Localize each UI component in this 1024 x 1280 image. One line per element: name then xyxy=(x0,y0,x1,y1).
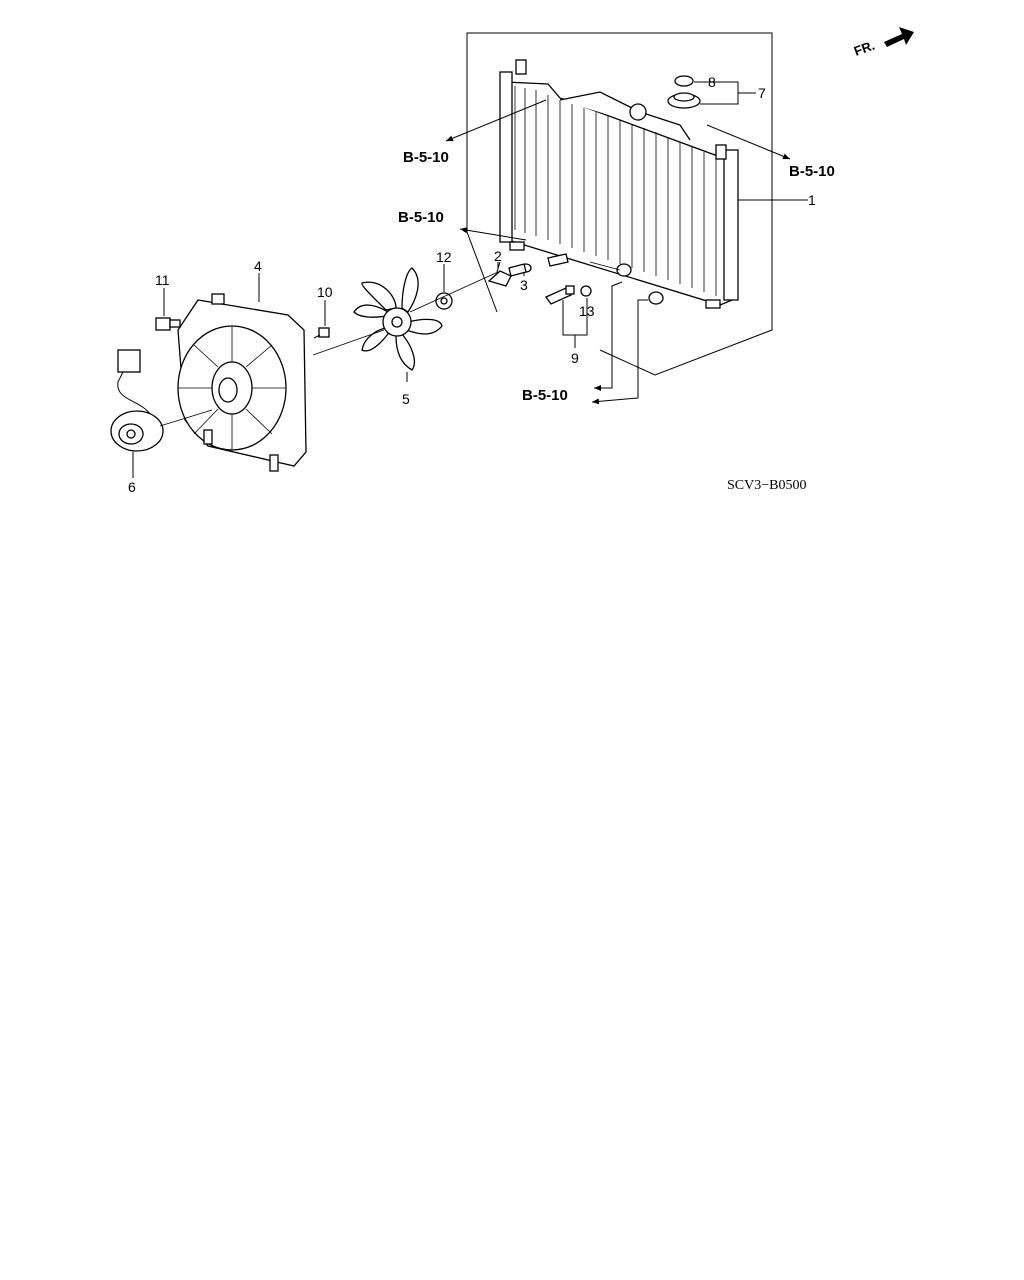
reference-label: B-5-10 xyxy=(522,387,568,404)
reference-arrows xyxy=(445,99,791,405)
front-direction-indicator: FR. xyxy=(852,27,914,59)
cooling-fan xyxy=(353,267,443,371)
callout-9: 9 xyxy=(571,350,579,366)
callout-11: 11 xyxy=(155,272,170,288)
drawing-code: SCV3−B0500 xyxy=(727,478,806,493)
leader-lines xyxy=(132,81,808,478)
callout-3: 3 xyxy=(520,277,528,293)
fan-motor xyxy=(110,349,164,452)
drain-plug xyxy=(508,253,569,277)
callout-12: 12 xyxy=(436,249,452,265)
thermo-switch xyxy=(545,285,575,305)
callout-4: 4 xyxy=(254,258,262,274)
reference-labels: B-5-10 B-5-10 B-5-10 B-5-10 xyxy=(398,149,835,404)
flange-bolt-10 xyxy=(313,327,330,339)
callout-8: 8 xyxy=(708,74,716,90)
fan-shroud xyxy=(177,293,307,472)
callout-2: 2 xyxy=(494,248,502,264)
front-arrow-icon xyxy=(884,27,914,47)
callout-5: 5 xyxy=(402,391,410,407)
callout-10: 10 xyxy=(317,284,333,300)
reference-label: B-5-10 xyxy=(789,163,835,180)
callout-7: 7 xyxy=(758,85,766,101)
front-direction-label: FR. xyxy=(852,38,877,59)
callout-1: 1 xyxy=(808,192,816,208)
reference-label: B-5-10 xyxy=(403,149,449,166)
flange-nut-12 xyxy=(435,292,453,310)
callout-numbers: 1 2 3 4 5 6 7 8 9 10 11 12 13 xyxy=(128,74,816,495)
thermo-switch-o-ring xyxy=(580,285,592,297)
flange-bolt-11 xyxy=(155,317,181,331)
callout-13: 13 xyxy=(579,303,595,319)
radiator-cap xyxy=(667,92,701,109)
drain-cock xyxy=(487,261,512,287)
radiator xyxy=(499,59,739,309)
cap-seal xyxy=(674,75,694,87)
callout-6: 6 xyxy=(128,479,136,495)
reference-label: B-5-10 xyxy=(398,209,444,226)
